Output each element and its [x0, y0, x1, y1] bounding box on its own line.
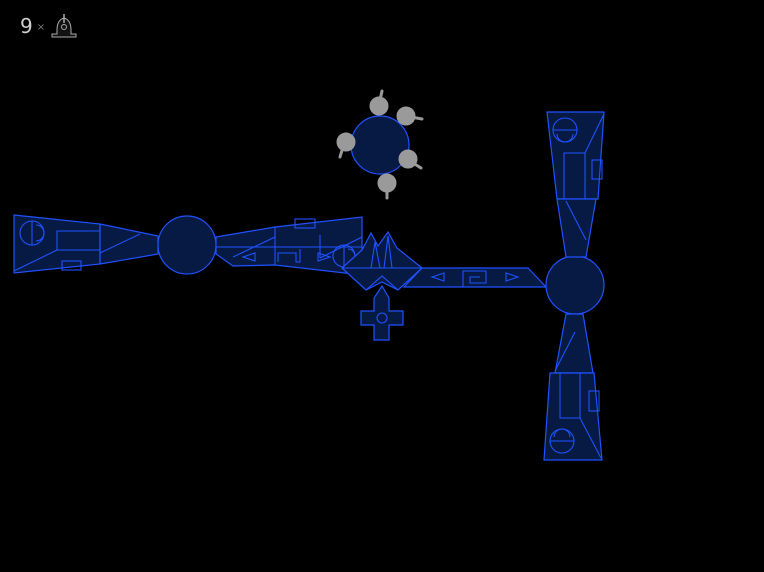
- lives-count: 9: [20, 14, 34, 38]
- player-ship-icon: [51, 14, 77, 38]
- center-right-arm: [402, 267, 548, 288]
- right-node: [545, 255, 605, 315]
- lives-multiplier: ×: [36, 21, 46, 33]
- left-arm-connector: [99, 223, 159, 265]
- center-left-arm: [215, 216, 363, 276]
- top-arm-connector: [556, 198, 597, 258]
- left-arm-panel: [13, 214, 101, 274]
- central-hub: [341, 230, 423, 291]
- lives-hud: 9 ×: [20, 12, 80, 40]
- top-arm-panel: [546, 111, 605, 200]
- bottom-arm-panel: [543, 372, 603, 461]
- center-cross-turret: [360, 284, 404, 341]
- left-node: [157, 215, 217, 275]
- player-ship: [336, 89, 424, 200]
- bottom-arm-connector: [554, 313, 594, 374]
